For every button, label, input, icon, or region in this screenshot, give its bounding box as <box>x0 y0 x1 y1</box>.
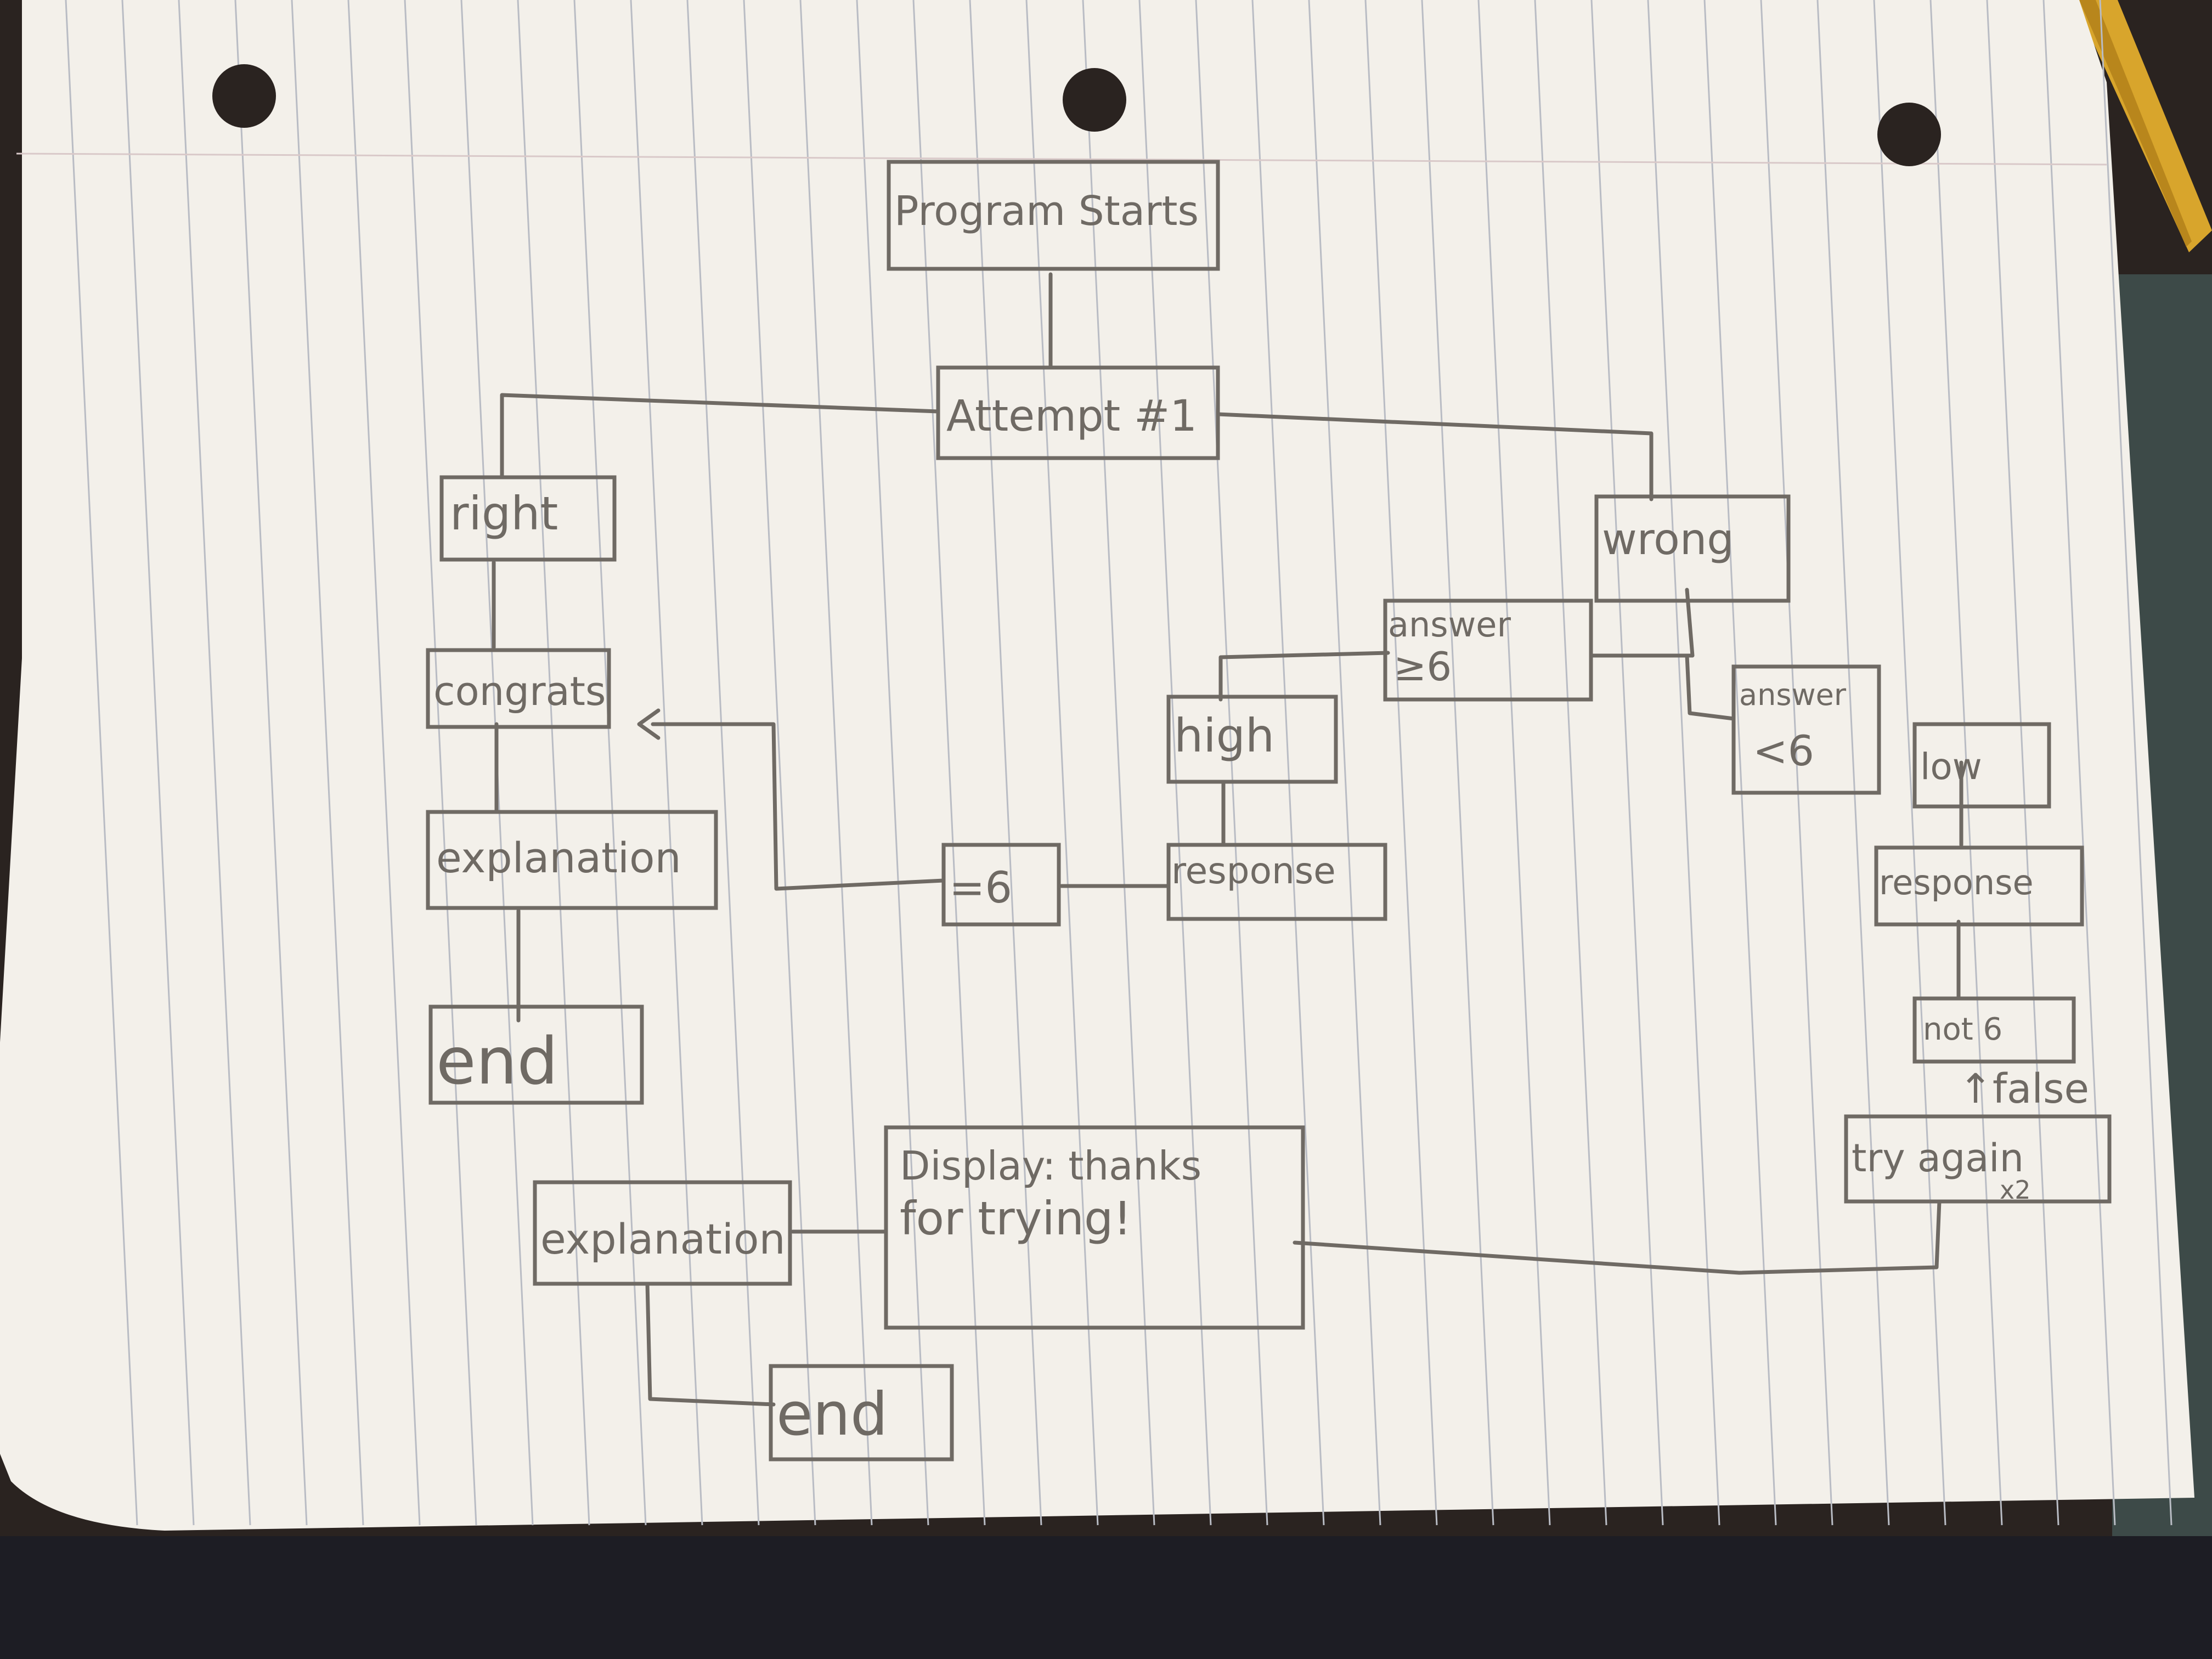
connector-tryagain-display <box>1293 1199 1942 1275</box>
table-surface <box>0 1536 2212 1659</box>
ruled-line <box>1138 0 1212 1526</box>
node-labels: Program Starts Attempt #1 right wrong co… <box>433 188 2089 1449</box>
ruled-line <box>686 0 760 1526</box>
ruled-line <box>1421 0 1494 1526</box>
ruled-line <box>1308 0 1381 1526</box>
box-answer-lt6 <box>1731 664 1881 795</box>
box-low <box>1912 722 2051 809</box>
binder-hole-left <box>212 64 276 128</box>
ruled-line <box>1986 0 2059 1526</box>
label-answer-lt6-line2: <6 <box>1753 726 1814 775</box>
box-not6 <box>1912 996 2076 1064</box>
label-answer-ge6-line2: ≥6 <box>1393 644 1452 690</box>
label-not6: not 6 <box>1923 1012 2002 1047</box>
box-response-right <box>1874 845 2084 927</box>
ruled-line <box>573 0 647 1526</box>
label-answer-ge6-line1: answer <box>1388 605 1511 645</box>
pencil <box>2074 0 2212 252</box>
ruled-line <box>1477 0 1551 1526</box>
ruled-line <box>630 0 703 1526</box>
ruled-line <box>178 0 251 1526</box>
label-program-starts: Program Starts <box>894 188 1199 235</box>
connector-wrong-answer-lt6 <box>1685 653 1736 721</box>
label-response-mid: response <box>1171 850 1336 892</box>
label-right: right <box>450 487 558 540</box>
box-attempt <box>936 365 1220 460</box>
arrow-head-congrats <box>637 708 661 740</box>
label-explanation-bottom: explanation <box>540 1215 786 1263</box>
label-high: high <box>1174 709 1274 763</box>
box-equals6 <box>941 843 1061 927</box>
label-false: ↑false <box>1959 1065 2089 1113</box>
ruled-line <box>517 0 590 1526</box>
ruled-line <box>1534 0 1607 1526</box>
binder-hole-center <box>1063 68 1126 132</box>
label-display-line2: for trying! <box>900 1192 1132 1245</box>
box-high <box>1166 695 1338 784</box>
ruled-lines <box>65 0 2172 1526</box>
ruled-line <box>743 0 816 1526</box>
ruled-line <box>1873 0 1946 1526</box>
box-explanation-bottom <box>533 1180 792 1286</box>
ruled-line <box>1082 0 1155 1526</box>
label-display-line1: Display: thanks <box>900 1143 1201 1189</box>
ruled-line <box>234 0 308 1526</box>
box-end-left <box>428 1005 644 1105</box>
ruled-line <box>969 0 1042 1526</box>
label-explanation-left: explanation <box>436 833 681 882</box>
connector-equals6-congrats <box>651 722 946 891</box>
label-try-again: try again <box>1852 1136 2024 1181</box>
label-try-again-count: x2 <box>2000 1175 2031 1205</box>
ruled-line <box>1251 0 1325 1526</box>
ruled-line <box>347 0 421 1526</box>
ruled-line <box>856 0 929 1526</box>
ruled-line <box>1590 0 1664 1526</box>
ruled-line <box>2099 0 2172 1526</box>
label-equals6: =6 <box>949 864 1012 913</box>
ruled-line <box>1364 0 1438 1526</box>
box-end-bottom <box>769 1364 954 1462</box>
box-display <box>884 1125 1305 1330</box>
ruled-line <box>1816 0 1890 1526</box>
label-end-left: end <box>436 1023 558 1099</box>
box-right <box>439 475 617 562</box>
label-wrong: wrong <box>1602 515 1734 565</box>
ruled-line <box>1929 0 2003 1526</box>
box-program-starts <box>887 160 1220 271</box>
connector-lines <box>492 272 1963 1407</box>
ruled-line <box>1025 0 1099 1526</box>
box-response-mid <box>1166 843 1387 921</box>
ruled-line <box>291 0 364 1526</box>
connector-attempt-wrong <box>1216 412 1654 501</box>
ruled-line <box>912 0 986 1526</box>
box-congrats <box>426 648 611 729</box>
label-end-bottom: end <box>776 1380 888 1449</box>
ruled-line <box>404 0 477 1526</box>
connector-wrong-answer-ge6 <box>1589 588 1695 658</box>
box-answer-ge6 <box>1383 599 1593 702</box>
connector-explanation-end-bottom <box>645 1282 776 1407</box>
box-wrong <box>1594 494 1791 603</box>
label-attempt: Attempt #1 <box>946 392 1197 441</box>
binder-hole-right <box>1877 103 1941 166</box>
box-explanation-left <box>426 810 718 910</box>
label-low: low <box>1920 746 1982 788</box>
label-answer-lt6-line1: answer <box>1739 678 1847 712</box>
ruled-line <box>799 0 873 1526</box>
label-congrats: congrats <box>433 668 606 714</box>
connector-answer-ge6-high <box>1218 651 1390 702</box>
connector-attempt-right <box>500 393 940 479</box>
margin-line <box>16 153 2107 166</box>
ruled-line <box>1195 0 1268 1526</box>
ruled-line <box>65 0 138 1526</box>
label-response-right: response <box>1879 862 2034 902</box>
node-boxes <box>426 160 2112 1462</box>
box-try-again <box>1844 1114 2112 1204</box>
ruled-line <box>121 0 195 1526</box>
ruled-line <box>2042 0 2116 1526</box>
